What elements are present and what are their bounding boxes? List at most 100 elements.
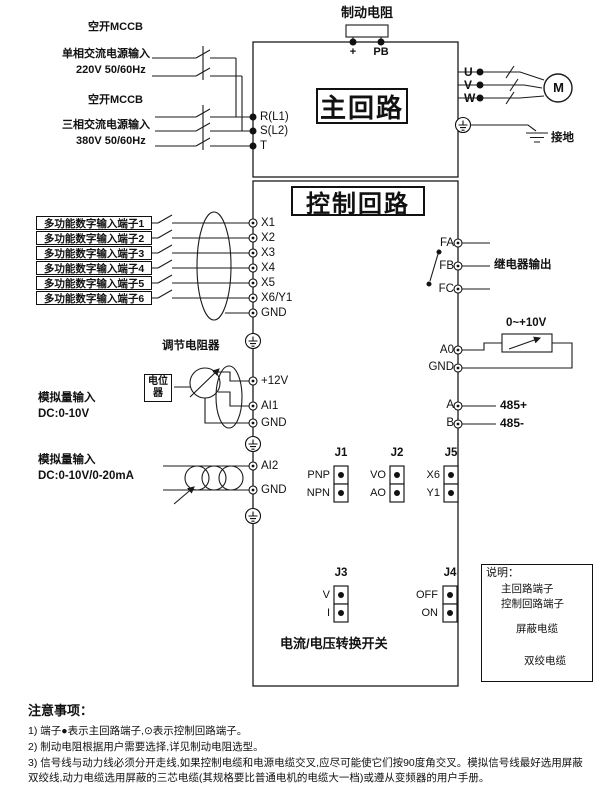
motor-icon [543, 73, 573, 103]
terminal-x6y1-label: X6/Y1 [261, 292, 293, 304]
terminal-fa-label: FA [439, 237, 454, 249]
jumper-pins [333, 465, 459, 623]
motor-output-wires [458, 65, 545, 105]
potentiometer-label: 电位器 [144, 374, 172, 402]
digital-input-3: 多功能数字输入端子3 [36, 246, 152, 260]
legend-main-terminal: 主回路端子 [501, 583, 554, 595]
jumper-j3-label: J3 [334, 567, 348, 579]
jumper-j2-vo-label: VO [370, 469, 386, 481]
analog1-range: DC:0-10V [38, 408, 90, 420]
earth-terminal-icon [244, 332, 262, 350]
jumper-j4-off-label: OFF [416, 589, 438, 601]
single-phase-voltage: 220V 50/60Hz [76, 64, 146, 76]
voltmeter-icon [453, 333, 573, 373]
motor-label: M [553, 80, 564, 95]
terminal-w-label: W [464, 91, 476, 105]
note-item-2: 2) 制动电阻根据用户需要选择,详见制动电阻选型。 [28, 740, 264, 753]
analog-out-range-label: 0~+10V [506, 317, 547, 329]
digital-input-2: 多功能数字输入端子2 [36, 231, 152, 245]
three-phase-voltage: 380V 50/60Hz [76, 135, 146, 147]
legend-control-terminal: 控制回路端子 [501, 598, 564, 610]
breaker1-label: 空开MCCB [88, 21, 143, 33]
jumper-j1-label: J1 [334, 447, 348, 459]
terminal-12v-label: +12V [261, 375, 289, 387]
terminal-u-label: U [464, 65, 473, 79]
control-circuit-title: 控制回路 [291, 186, 425, 218]
legend-title: 说明： [486, 567, 519, 579]
terminal-ai1-label: AI1 [261, 400, 279, 412]
earth-terminal-icon [244, 507, 262, 525]
terminal-fb-label: FB [439, 260, 454, 272]
ground-label: 接地 [551, 132, 574, 144]
three-phase-label: 三相交流电源输入 [62, 119, 150, 131]
jumper-j4-on-label: ON [421, 607, 439, 619]
relay-contact-symbol [426, 238, 490, 294]
analog2-wires [163, 461, 262, 525]
jumper-j3-v-label: V [322, 589, 330, 601]
braking-resistor-label: 制动电阻 [340, 5, 393, 20]
earth-terminal-icon [244, 435, 262, 453]
digital-input-wires [152, 211, 262, 350]
legend-box [481, 564, 593, 682]
adjust-resistor-label: 调节电阻器 [162, 340, 220, 352]
terminal-s-label: S(L2) [260, 125, 289, 137]
shielded-cable-icon [196, 211, 232, 321]
analog2-range: DC:0-10V/0-20mA [38, 470, 134, 482]
terminal-x2-label: X2 [261, 232, 276, 244]
terminal-b-label: B [446, 417, 454, 429]
terminal-v-label: V [464, 78, 473, 92]
note-item-3: 3) 信号线与动力线必须分开走线,如果控制电缆和电源电缆交叉,应尽可能使它们按9… [28, 756, 583, 785]
ground-terminal-icon [454, 116, 548, 143]
braking-resistor-symbol [345, 24, 389, 47]
digital-input-1: 多功能数字输入端子1 [36, 216, 152, 230]
shielded-cable-icon [215, 365, 243, 429]
main-circuit-title: 主回路 [316, 88, 408, 124]
terminal-ai2-label: AI2 [261, 460, 279, 472]
legend-twisted-pair: 双绞电缆 [524, 655, 566, 667]
analog1-desc: 模拟量输入 [38, 392, 96, 404]
terminal-x5-label: X5 [261, 277, 276, 289]
terminal-fc-label: FC [438, 283, 454, 295]
jumper-j3-i-label: I [326, 607, 330, 619]
terminal-t-label: T [260, 140, 268, 152]
potentiometer-symbol [174, 365, 262, 453]
jumper-j1-npn-label: NPN [306, 487, 330, 499]
legend-shielded-cable: 屏蔽电缆 [516, 623, 558, 635]
notes-section: 注意事项： 1) 端子●表示主回路端子,⊙表示控制回路端子。 2) 制动电阻根据… [28, 700, 584, 787]
twisted-pair-icon [184, 465, 244, 491]
jumper-j4-label: J4 [443, 567, 457, 579]
single-phase-label: 单相交流电源输入 [62, 48, 150, 60]
rs485-plus-label: 485+ [500, 398, 528, 412]
jumper-j5-x6-label: X6 [426, 469, 440, 481]
terminal-r-label: R(L1) [260, 111, 289, 123]
control-circuit-box [252, 180, 459, 687]
terminal-gnd2-label: GND [261, 417, 287, 429]
note-item-1: 1) 端子●表示主回路端子,⊙表示控制回路端子。 [28, 725, 248, 737]
single-phase-breaker-symbol [152, 46, 243, 131]
terminal-pb-label: PB [373, 46, 389, 58]
notes-title: 注意事项： [28, 703, 94, 718]
terminal-x1-label: X1 [261, 217, 276, 229]
relay-output-label: 继电器输出 [494, 259, 552, 271]
rs485-wires [453, 401, 496, 429]
jumper-j2-ao-label: AO [370, 487, 386, 499]
jumper-j5-y1-label: Y1 [426, 487, 440, 499]
voltage-current-switch-label: 电流/电压转换开关 [280, 636, 388, 651]
terminal-x3-label: X3 [261, 247, 276, 259]
terminal-a-label: A [446, 399, 454, 411]
terminal-x4-label: X4 [261, 262, 276, 274]
breaker2-label: 空开MCCB [88, 94, 143, 106]
terminal-gnd4-label: GND [428, 361, 454, 373]
jumper-j2-label: J2 [390, 447, 404, 459]
digital-input-5: 多功能数字输入端子5 [36, 276, 152, 290]
digital-input-6: 多功能数字输入端子6 [36, 291, 152, 305]
terminal-gnd3-label: GND [261, 484, 287, 496]
digital-input-4: 多功能数字输入端子4 [36, 261, 152, 275]
three-phase-breaker-symbol [155, 105, 258, 151]
jumper-j5-label: J5 [444, 447, 458, 459]
terminal-gnd-label: GND [261, 307, 287, 319]
rs485-minus-label: 485- [500, 416, 525, 430]
jumper-j1-pnp-label: PNP [307, 469, 330, 481]
